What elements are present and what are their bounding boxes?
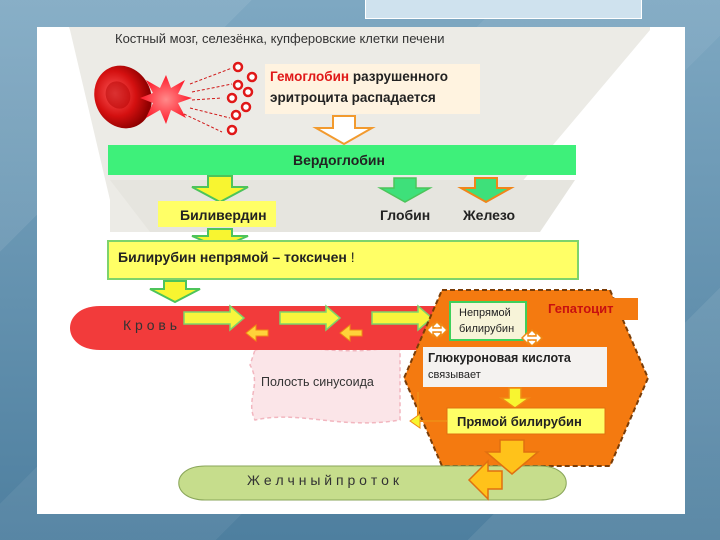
burst-icon <box>140 75 192 124</box>
bilirubin-indirect-label: Билирубин непрямой – токсичен ! <box>118 249 355 265</box>
direct-bilirubin-box <box>446 407 606 435</box>
flow-arrow-1 <box>183 304 246 332</box>
erythrocyte-icon <box>94 65 152 129</box>
bile-duct <box>178 465 567 501</box>
indirect-bilirubin-box <box>449 301 527 341</box>
top-caption: Костный мозг, селезёнка, купферовские кл… <box>115 31 445 46</box>
direct-bilirubin-label: Прямой билирубин <box>457 414 582 429</box>
blood-vessel <box>70 306 465 350</box>
hemoglobin-word: Гемоглобин <box>270 69 350 84</box>
arrow-globin-icon <box>377 177 433 203</box>
arrow-bile-duct-left-icon <box>467 459 503 501</box>
background-card <box>365 0 642 19</box>
arrow-iron-icon <box>457 177 515 204</box>
biliverdin-label: Биливердин <box>180 207 267 223</box>
hemoglobin-box <box>265 64 480 114</box>
bilirubin-indirect-box <box>107 240 579 280</box>
arrow-bile-duct-icon <box>483 439 541 475</box>
bile-duct-label: Ж е л ч н ы й п р о т о к <box>247 472 399 488</box>
arrow-to-sinusoid-icon <box>409 392 447 429</box>
sinusoid-label: Полость синусоида <box>261 375 374 389</box>
biliverdin-box <box>158 201 276 227</box>
verdoglobin-label: Вердоглобин <box>293 152 385 168</box>
flow-arrow-2 <box>279 304 342 332</box>
glucuronic-box <box>423 347 607 387</box>
glucuronic-line2: связывает <box>428 369 481 381</box>
hemoglobin-rest: разрушенного <box>352 69 449 84</box>
arrow-down-icon <box>312 115 376 146</box>
iron-label: Железо <box>463 207 516 223</box>
blood-flow-arrows <box>183 304 434 343</box>
hemoglobin-line2: эритроцита распадается <box>270 90 436 105</box>
back-arrow-2 <box>339 323 363 343</box>
hemoglobin-particles <box>226 61 258 136</box>
blood-label: К р о в ь <box>123 317 178 333</box>
transport-arrow-2-icon <box>520 328 544 348</box>
exclamation-mark: ! <box>350 249 355 265</box>
verdoglobin-bar <box>108 145 576 175</box>
bilirubin-indirect-text: Билирубин непрямой – токсичен <box>118 249 347 265</box>
arrow-biliverdin-icon <box>191 175 249 204</box>
back-arrow-1 <box>245 323 269 343</box>
scatter-arrows <box>183 67 233 133</box>
indirect-bilirubin-line2: билирубин <box>459 323 515 335</box>
arrow-direct-icon <box>498 387 532 409</box>
hepatocyte-label-box <box>540 298 638 320</box>
diagram-canvas <box>68 27 650 501</box>
globin-label: Глобин <box>380 207 431 223</box>
slide: Костный мозг, селезёнка, купферовские кл… <box>37 27 685 514</box>
hemoglobin-line1: Гемоглобин разрушенного <box>270 69 448 84</box>
indirect-bilirubin-line1: Непрямой <box>459 307 511 319</box>
glucuronic-line1: Глюкуроновая кислота <box>428 351 571 365</box>
hepatocyte-label: Гепатоцит <box>548 301 614 316</box>
arrow-blood-icon <box>149 280 201 304</box>
transport-arrow-icon <box>425 320 449 340</box>
flow-arrow-3 <box>371 304 434 332</box>
